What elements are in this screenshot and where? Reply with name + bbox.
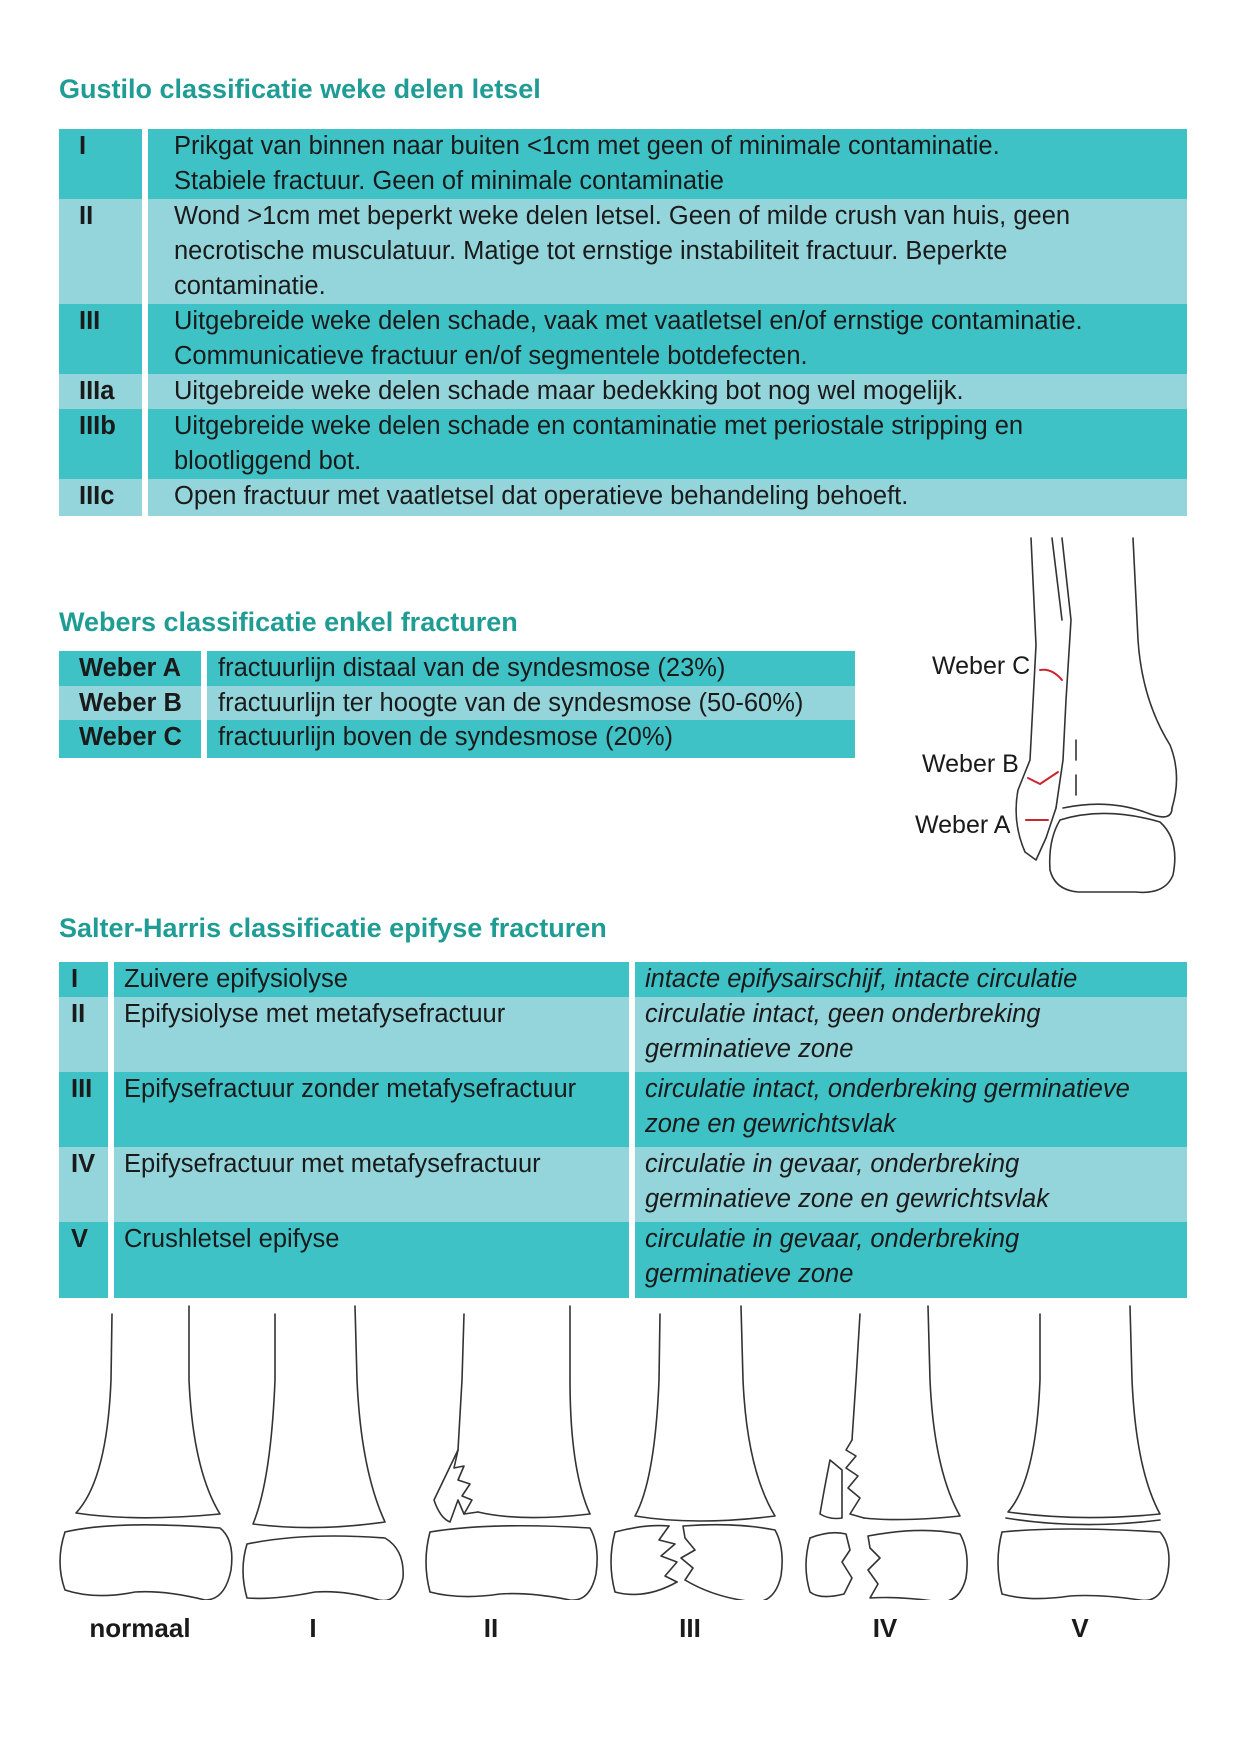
salter-type: Crushletsel epifyse [114,1222,635,1298]
text-line: circulatie in gevaar, onderbreking [645,1150,1020,1178]
text-line: germinatieve zone [645,1035,854,1063]
table-row: Weber A fractuurlijn distaal van de synd… [59,651,855,686]
gustilo-description: Uitgebreide weke delen schade maar bedek… [148,374,1187,409]
weber-description: fractuurlijn distaal van de syndesmose (… [207,651,855,686]
salter-grade: IV [59,1147,114,1222]
text-line: Open fractuur met vaatletsel dat operati… [174,482,909,510]
bone-normaal [59,1305,233,1600]
gustilo-grade: II [59,199,148,304]
gustilo-grade: IIIb [59,409,148,479]
text-line: Uitgebreide weke delen schade maar bedek… [174,377,964,405]
text-line: Zuivere epifysiolyse [124,965,348,993]
text-line: Communicatieve fractuur en/of segmentele… [174,342,808,370]
gustilo-title: Gustilo classificatie weke delen letsel [59,74,541,104]
gustilo-grade: IIIc [59,479,148,516]
salter-type: Zuivere epifysiolyse [114,962,635,997]
table-row: IIIa Uitgebreide weke delen schade maar … [59,374,1187,409]
salter-table: I Zuivere epifysiolyse intacte epifysair… [59,962,1187,1298]
text-line: Uitgebreide weke delen schade, vaak met … [174,307,1083,335]
bone-type-iv [805,1305,968,1600]
text-line: Epifysiolyse met metafysefractuur [124,1000,506,1028]
bone-label: III [679,1613,701,1643]
text-line: circulatie intact, onderbreking germinat… [645,1075,1130,1103]
salter-description: circulatie intact, onderbreking germinat… [635,1072,1187,1147]
bone-type-i [242,1305,404,1600]
table-row: III Epifysefractuur zonder metafysefract… [59,1072,1187,1147]
table-row: Weber B fractuurlijn ter hoogte van de s… [59,685,855,720]
table-row: III Uitgebreide weke delen schade, vaak … [59,304,1187,374]
weber-description: fractuurlijn ter hoogte van de syndesmos… [207,685,855,720]
gustilo-description: Prikgat van binnen naar buiten <1cm met … [148,129,1187,199]
weber-c-label: Weber C [932,652,1031,680]
ankle-diagram [1015,537,1178,894]
gustilo-grade: IIIa [59,374,148,409]
weber-grade: Weber B [59,685,207,720]
table-row: IV Epifysefractuur met metafysefractuur … [59,1147,1187,1222]
text-line: blootliggend bot. [174,447,362,475]
text-line: Prikgat van binnen naar buiten <1cm met … [174,132,1000,160]
text-line: Uitgebreide weke delen schade en contami… [174,412,1024,440]
salter-description: intacte epifysairschijf, intacte circula… [635,962,1187,997]
weber-grade: Weber A [59,651,207,686]
weber-table: Weber A fractuurlijn distaal van de synd… [59,651,855,758]
salter-grade: V [59,1222,114,1298]
text-line: circulatie in gevaar, onderbreking [645,1225,1020,1253]
weber-b-label: Weber B [922,750,1019,778]
gustilo-description: Uitgebreide weke delen schade, vaak met … [148,304,1187,374]
bone-label: II [483,1613,499,1643]
gustilo-description: Open fractuur met vaatletsel dat operati… [148,479,1187,516]
weber-grade: Weber C [59,720,207,758]
text-line: germinatieve zone en gewrichtsvlak [645,1185,1049,1213]
bone-type-ii [425,1305,598,1600]
salter-type: Epifysefractuur zonder metafysefractuur [114,1072,635,1147]
table-row: II Epifysiolyse met metafysefractuur cir… [59,997,1187,1072]
weber-title: Webers classificatie enkel fracturen [59,607,518,637]
salter-title: Salter-Harris classificatie epifyse frac… [59,913,607,943]
table-row: I Zuivere epifysiolyse intacte epifysair… [59,962,1187,997]
text-line: necrotische musculatuur. Matige tot erns… [174,237,1008,265]
bone-type-iii [610,1305,783,1600]
salter-description: circulatie intact, geen onderbreking ger… [635,997,1187,1072]
salter-grade: II [59,997,114,1072]
text-line: Stabiele fractuur. Geen of minimale cont… [174,167,724,195]
table-row: II Wond >1cm met beperkt weke delen lets… [59,199,1187,304]
table-row: Weber C fractuurlijn boven de syndesmose… [59,720,855,758]
salter-grade: III [59,1072,114,1147]
text-line: contaminatie. [174,272,326,300]
text-line: zone en gewrichtsvlak [645,1110,896,1138]
salter-description: circulatie in gevaar, onderbreking germi… [635,1222,1187,1298]
text-line: Wond >1cm met beperkt weke delen letsel.… [174,202,1071,230]
bone-label: V [1071,1613,1089,1643]
table-row: V Crushletsel epifyse circulatie in geva… [59,1222,1187,1298]
bone-label: I [309,1613,317,1643]
weber-description: fractuurlijn boven de syndesmose (20%) [207,720,855,758]
gustilo-table: I Prikgat van binnen naar buiten <1cm me… [59,129,1187,516]
table-row: IIIc Open fractuur met vaatletsel dat op… [59,479,1187,516]
salter-description: circulatie in gevaar, onderbreking germi… [635,1147,1187,1222]
salter-type: Epifysefractuur met metafysefractuur [114,1147,635,1222]
salter-grade: I [59,962,114,997]
text-line: circulatie intact, geen onderbreking [645,1000,1041,1028]
text-line: Crushletsel epifyse [124,1225,340,1253]
gustilo-description: Wond >1cm met beperkt weke delen letsel.… [148,199,1187,304]
salter-type: Epifysiolyse met metafysefractuur [114,997,635,1072]
bone-label: IV [872,1613,898,1643]
text-line: Epifysefractuur met metafysefractuur [124,1150,541,1178]
text-line: intacte epifysairschijf, intacte circula… [645,965,1078,993]
table-row: I Prikgat van binnen naar buiten <1cm me… [59,129,1187,199]
table-row: IIIb Uitgebreide weke delen schade en co… [59,409,1187,479]
gustilo-grade: I [59,129,148,199]
bone-type-v [997,1305,1170,1600]
gustilo-grade: III [59,304,148,374]
text-line: germinatieve zone [645,1260,854,1288]
bone-label: normaal [89,1613,191,1643]
weber-a-label: Weber A [915,811,1011,839]
text-line: Epifysefractuur zonder metafysefractuur [124,1075,577,1103]
gustilo-description: Uitgebreide weke delen schade en contami… [148,409,1187,479]
